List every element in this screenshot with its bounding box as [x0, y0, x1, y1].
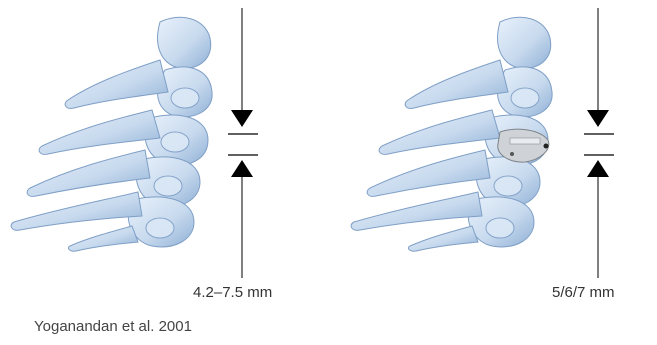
- arrow-up-icon: [587, 160, 609, 177]
- arrow-down-icon: [587, 110, 609, 127]
- citation: Yoganandan et al. 2001: [34, 318, 192, 335]
- measurement-label-left: 4.2–7.5 mm: [193, 284, 272, 301]
- arrow-down-icon: [231, 110, 253, 127]
- arrow-up-icon: [231, 160, 253, 177]
- measurement-label-right: 5/6/7 mm: [552, 284, 615, 301]
- measurement-arrows-left: [228, 8, 258, 278]
- measurement-arrows-right: [584, 8, 614, 278]
